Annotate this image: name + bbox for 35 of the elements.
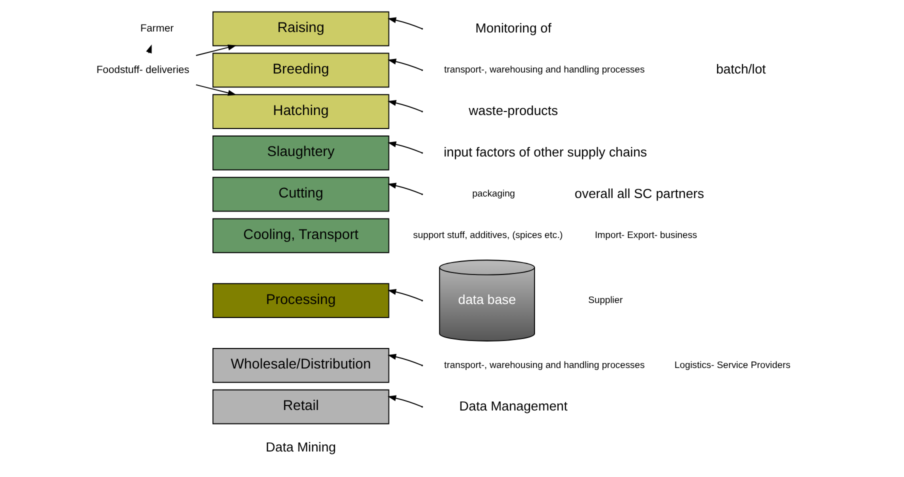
arrow xyxy=(387,395,422,408)
node-text: Farmer xyxy=(140,23,174,34)
arrow xyxy=(387,141,422,154)
arrow xyxy=(387,100,422,112)
node-box: Cooling, Transport xyxy=(212,218,389,254)
arrow xyxy=(387,17,422,30)
label: packaging xyxy=(472,188,515,199)
node-box: Breeding xyxy=(212,52,389,88)
label: Import- Export- business xyxy=(594,229,697,240)
arrow xyxy=(195,84,236,96)
label: Data Mining xyxy=(265,440,336,455)
label: Logistics- Service Providers xyxy=(674,358,790,370)
label: transport-, warehousing and handling processes xyxy=(444,358,644,370)
label: batch/lot xyxy=(716,62,766,77)
label: support stuff, additives, (spices etc.) xyxy=(412,229,562,240)
arrow xyxy=(387,182,422,195)
label: Supplier xyxy=(588,294,622,305)
node-box: Wholesale/Distribution xyxy=(212,348,389,383)
node-box: Processing xyxy=(212,283,389,318)
node-box: Cutting xyxy=(212,176,389,212)
label: input factors of other supply chains xyxy=(443,144,647,160)
label: Monitoring of xyxy=(474,20,551,36)
arrow xyxy=(195,44,236,56)
node-box: Hatching xyxy=(212,94,389,129)
label: waste-products xyxy=(468,103,558,118)
node-box: Raising xyxy=(212,11,389,46)
label: overall all SC partners xyxy=(574,186,704,201)
arrow xyxy=(387,289,422,301)
arrow xyxy=(387,354,422,366)
label: transport-, warehousing and handling processes xyxy=(444,64,644,75)
node-box: Slaughtery xyxy=(212,136,389,170)
node-text: Foodstuff- deliveries xyxy=(96,64,189,76)
label: Data Management xyxy=(458,398,568,414)
node-box: Retail xyxy=(212,389,389,424)
arrow xyxy=(387,58,422,70)
